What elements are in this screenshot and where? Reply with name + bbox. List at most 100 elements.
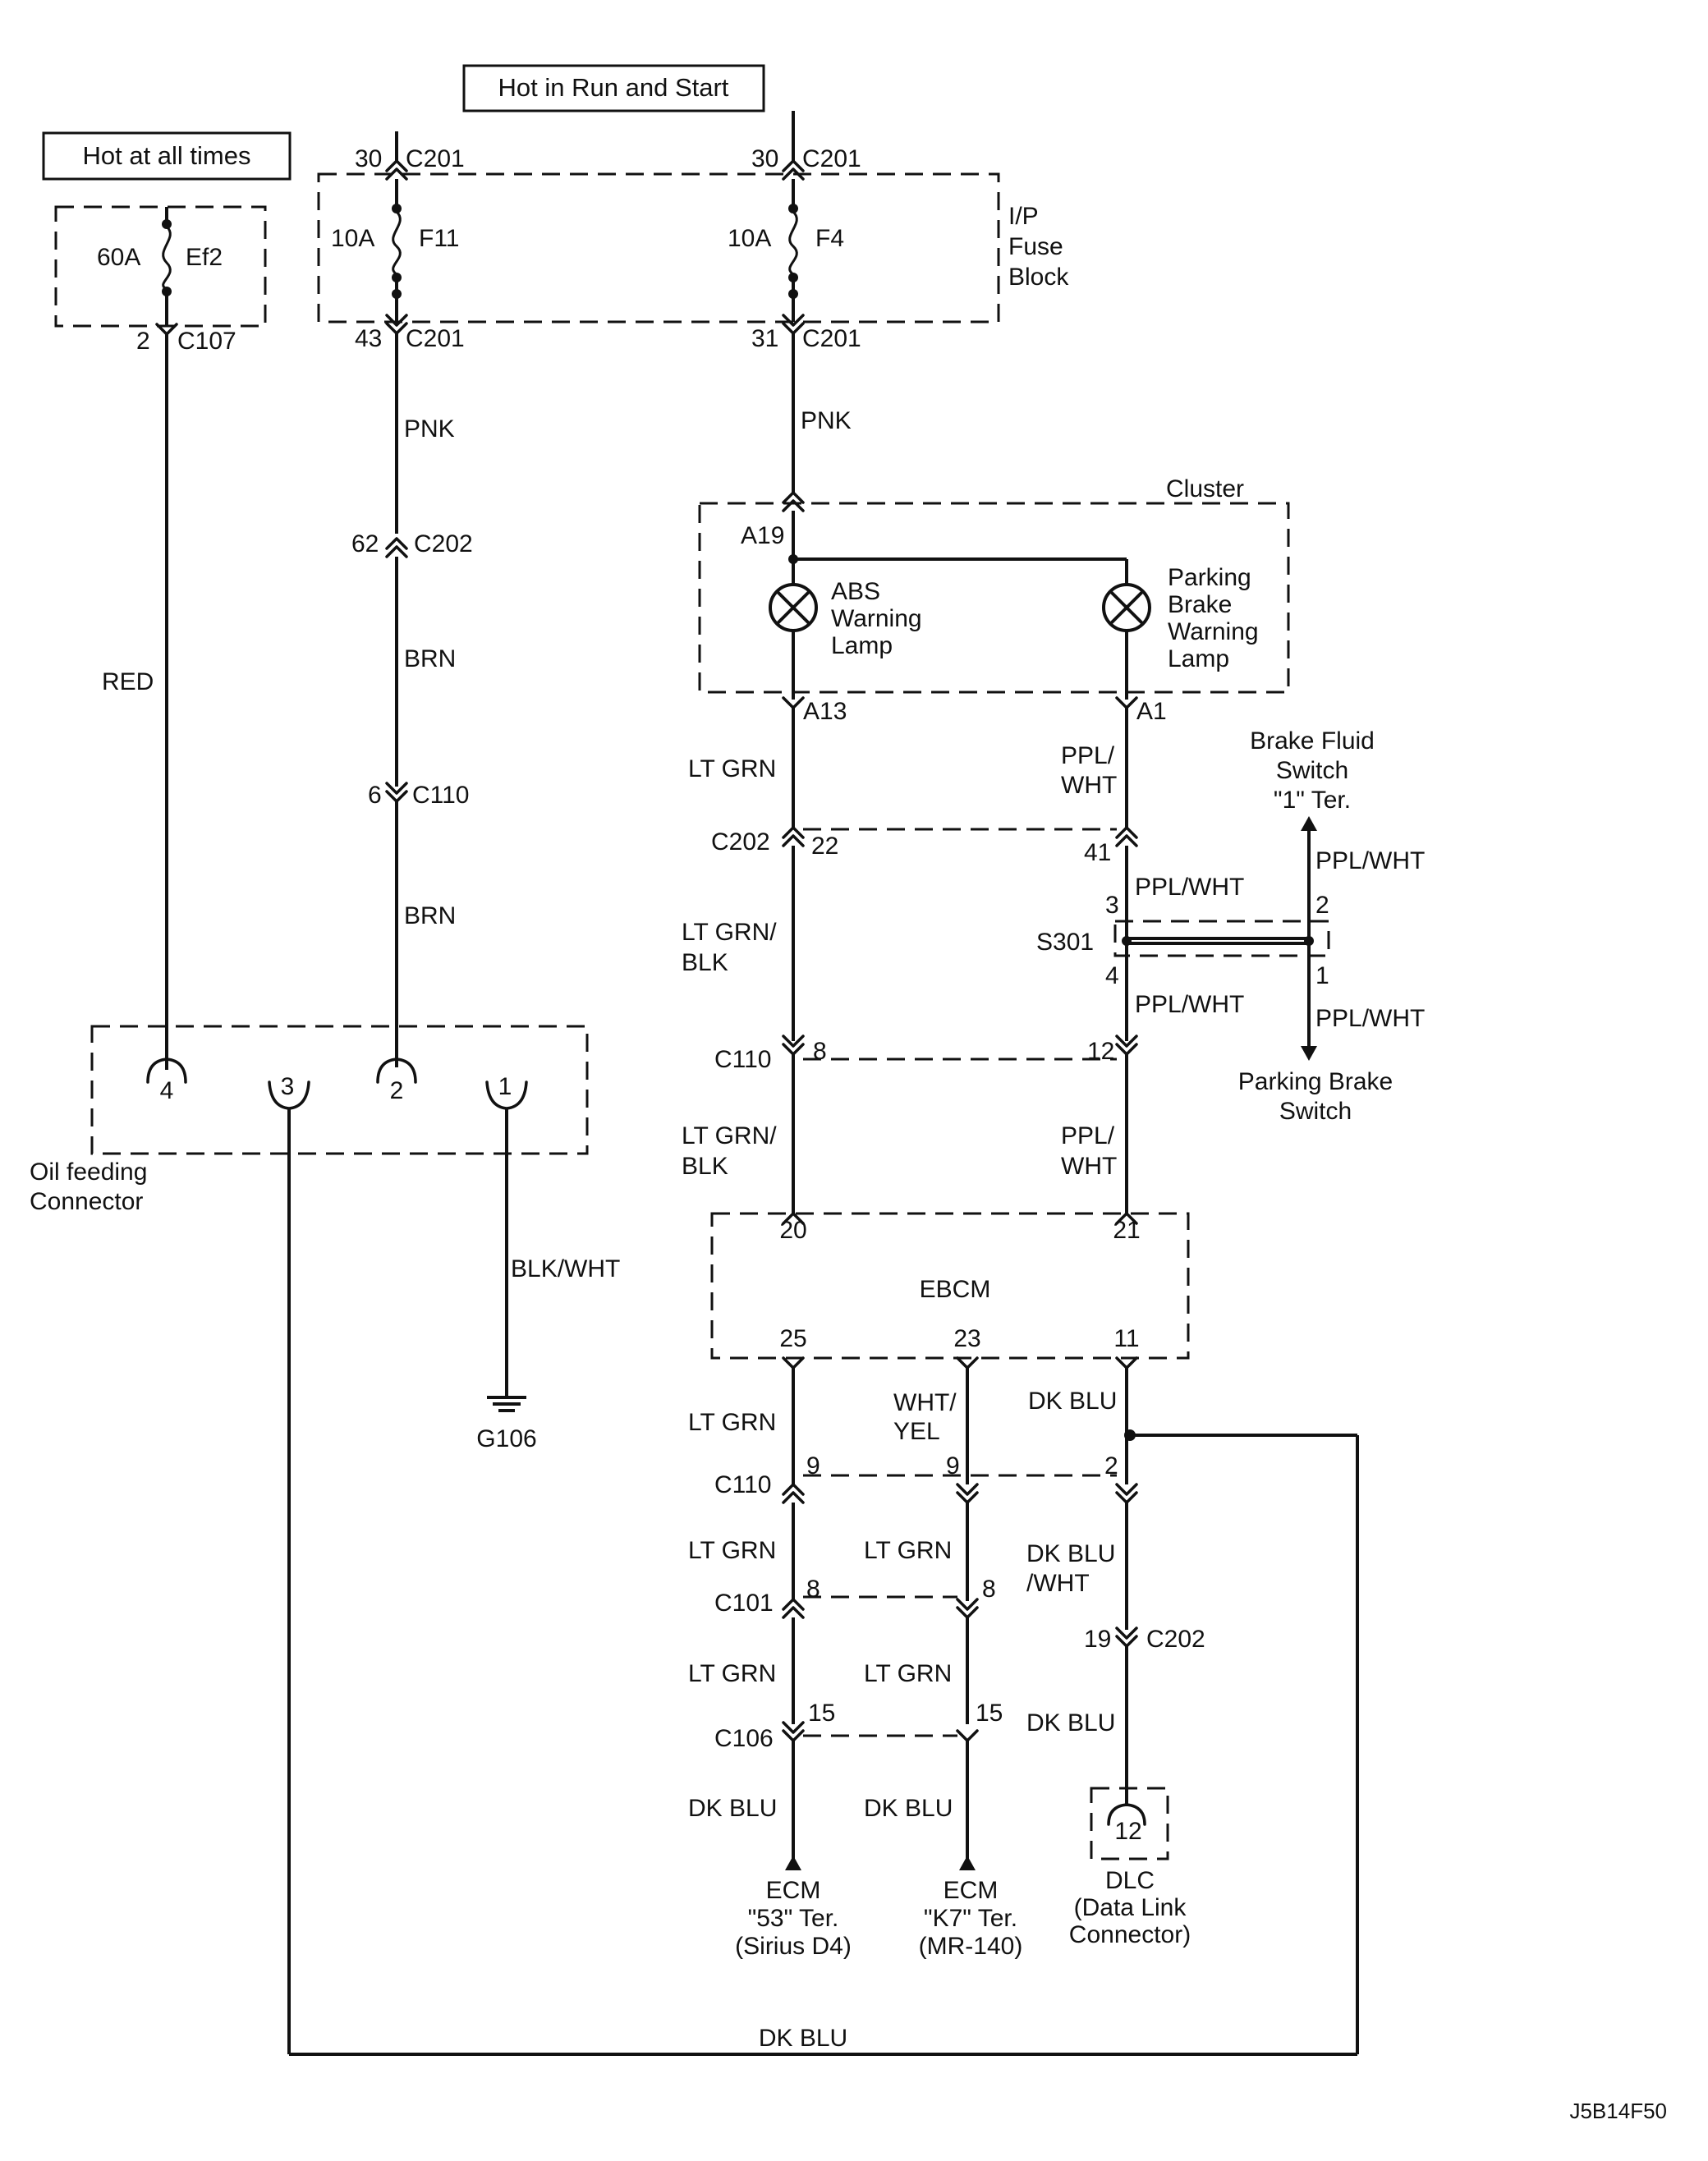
wire-wht-yel-label-1: WHT/ (893, 1389, 957, 1416)
ef2-name: Ef2 (186, 244, 223, 271)
c101-8-right: 8 (982, 1576, 996, 1603)
fuse-f4-amp: 10A (728, 225, 771, 252)
ecm1-label-3: (Sirius D4) (735, 1933, 852, 1960)
oil-pin-2 (376, 1058, 417, 1084)
dlc-pin-label: 12 (1114, 1818, 1141, 1845)
ebcm-box (710, 1212, 1190, 1360)
dlc-box (1090, 1787, 1169, 1860)
c202-22-label: C202 (711, 828, 770, 856)
wire-lt-grn-c101-left-label: LT GRN (688, 1537, 776, 1564)
fuse-block-label-2: Fuse (1008, 233, 1063, 260)
wire-dk-blu-wht-label-1: DK BLU (1026, 1540, 1115, 1567)
c201-bot-left-label: C201 (406, 325, 465, 352)
hot-all-times-label: Hot at all times (82, 141, 250, 170)
abs-lamp-label-3: Lamp (831, 632, 893, 659)
ecm1-label-2: "53" Ter. (748, 1905, 839, 1932)
oil-feeding-connector (90, 1025, 589, 1155)
c110-6-pin: 6 (368, 782, 382, 809)
wire-ppl-wht-a1-label-1: PPL/ (1061, 742, 1115, 769)
wire-dk-blu-dlc-label: DK BLU (1026, 1709, 1115, 1737)
diagram-code: J5B14F50 (1569, 2099, 1667, 2123)
c107-pin: 2 (136, 328, 150, 355)
abs-lamp-label-2: Warning (831, 605, 922, 632)
a13-label: A13 (803, 698, 847, 725)
oil-pin-4-label: 4 (160, 1077, 174, 1104)
c101-label: C101 (714, 1590, 774, 1617)
dlc-label-3: Connector) (1069, 1921, 1191, 1948)
oil-pin-4 (146, 1058, 187, 1084)
wire-dk-blu-11-label: DK BLU (1028, 1388, 1117, 1415)
c110-6-label: C110 (412, 782, 470, 809)
ecm2-label-2: "K7" Ter. (924, 1905, 1017, 1932)
abs-warning-lamp (769, 583, 818, 632)
wire-lt-grn-c101-right-label: LT GRN (864, 1537, 952, 1564)
dlc-label-1: DLC (1105, 1867, 1155, 1894)
c202-62-label: C202 (414, 530, 473, 557)
c110b-9-right: 9 (946, 1452, 960, 1480)
c107-label: C107 (177, 328, 236, 355)
ef2-fuse-symbol (162, 225, 172, 291)
brake-fluid-switch-label-1: Brake Fluid (1250, 727, 1375, 755)
wire-dk-blu-bottom-label: DK BLU (759, 2025, 847, 2052)
s301-splice (1113, 920, 1330, 957)
wire-lt-grn-c106-right-label: LT GRN (864, 1660, 952, 1687)
ebcm-pin-21: 21 (1113, 1217, 1140, 1244)
a19-label: A19 (741, 522, 784, 549)
wire-dk-blu-ecm2-label: DK BLU (864, 1795, 953, 1822)
c201-bot-right-label: C201 (802, 325, 861, 352)
hot-run-start-label: Hot in Run and Start (498, 73, 729, 102)
ecm2-label-3: (MR-140) (919, 1933, 1023, 1960)
ground-symbol (487, 1396, 526, 1412)
wire-ppl-wht-s301-top-label: PPL/WHT (1135, 874, 1244, 901)
wire-ppl-wht-ebcm-label-1: PPL/ (1061, 1122, 1115, 1149)
c106-label: C106 (714, 1725, 774, 1752)
fuse-f4-symbol (788, 210, 798, 276)
parking-brake-warning-lamp (1102, 583, 1151, 632)
ebcm-pin-25: 25 (779, 1325, 806, 1352)
c110-label: C110 (714, 1046, 772, 1073)
fuse-f11-name: F11 (419, 225, 459, 252)
park-lamp-label-1: Parking (1168, 564, 1251, 591)
dlc-pin (1107, 1803, 1146, 1826)
ef2-amp: 60A (97, 244, 140, 271)
oil-pin-3-label: 3 (281, 1073, 295, 1100)
parking-brake-switch-label-2: Switch (1279, 1098, 1352, 1125)
ground-label: G106 (476, 1425, 536, 1452)
c201-bot-right-pin: 31 (751, 325, 778, 352)
ebcm-pin-23: 23 (953, 1325, 980, 1352)
brake-fluid-switch-label-3: "1" Ter. (1274, 787, 1351, 814)
c110b-9-left: 9 (806, 1452, 820, 1480)
wire-brn-upper-label: BRN (404, 645, 456, 672)
s301-label: S301 (1036, 929, 1094, 956)
c110-8-pin: 8 (813, 1038, 827, 1065)
c201-top-left-pin: 30 (355, 145, 382, 172)
ef2-fuse-box (54, 205, 267, 328)
c110-12-pin: 12 (1087, 1038, 1114, 1065)
wire-lt-grn-blk-2-label-2: BLK (682, 1153, 728, 1180)
wire-lt-grn-blk-1-label-2: BLK (682, 949, 728, 976)
wire-pnk-right-label: PNK (801, 407, 852, 434)
wire-ppl-wht-parking-label: PPL/WHT (1315, 1005, 1425, 1032)
ip-fuse-block (317, 172, 1000, 323)
c106-15-right: 15 (976, 1700, 1003, 1727)
wire-ppl-wht-brake-fluid-label: PPL/WHT (1315, 847, 1425, 874)
brake-fluid-switch-label-2: Switch (1276, 757, 1348, 784)
hot-all-times-box (42, 131, 292, 181)
wire-brn-lower-label: BRN (404, 902, 456, 929)
dlc-label-2: (Data Link (1074, 1894, 1187, 1921)
park-lamp-label-3: Warning (1168, 618, 1259, 645)
c106-15-left: 15 (808, 1700, 835, 1727)
abs-lamp-label-1: ABS (831, 578, 880, 605)
ecm1-label-1: ECM (766, 1877, 821, 1904)
wire-ppl-wht-ebcm-label-2: WHT (1061, 1153, 1117, 1180)
oil-pin-1-label: 1 (498, 1073, 512, 1100)
ecm2-label-1: ECM (944, 1877, 999, 1904)
wire-lt-grn-a13-label: LT GRN (688, 755, 776, 782)
wire-ppl-wht-s301-bot-label: PPL/WHT (1135, 991, 1244, 1018)
ecm1-terminal-icon (785, 1856, 801, 1870)
ebcm-pin-11: 11 (1113, 1325, 1139, 1352)
fuse-f4-name: F4 (815, 225, 844, 252)
s301-pin-2: 2 (1315, 892, 1329, 919)
ebcm-pin-20: 20 (779, 1217, 806, 1244)
